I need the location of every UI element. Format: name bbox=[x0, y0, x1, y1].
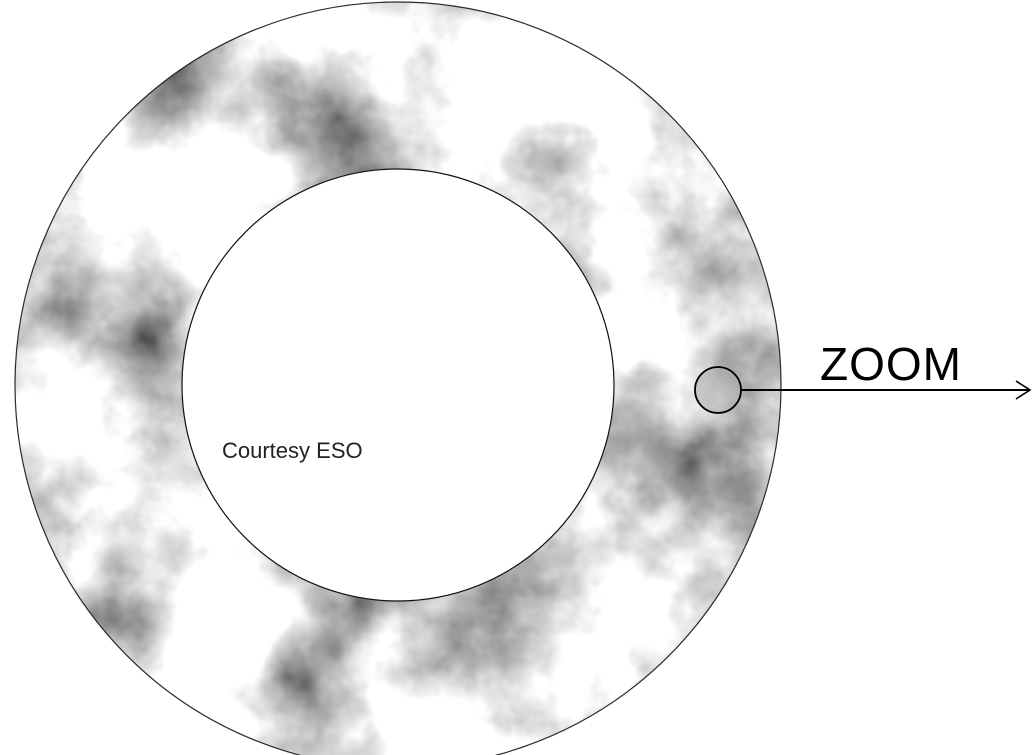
zoom-marker-circle bbox=[695, 367, 741, 413]
inner-obscuration bbox=[182, 169, 614, 601]
zoom-label: ZOOM bbox=[820, 338, 962, 390]
credit-text: Courtesy ESO bbox=[222, 438, 363, 463]
